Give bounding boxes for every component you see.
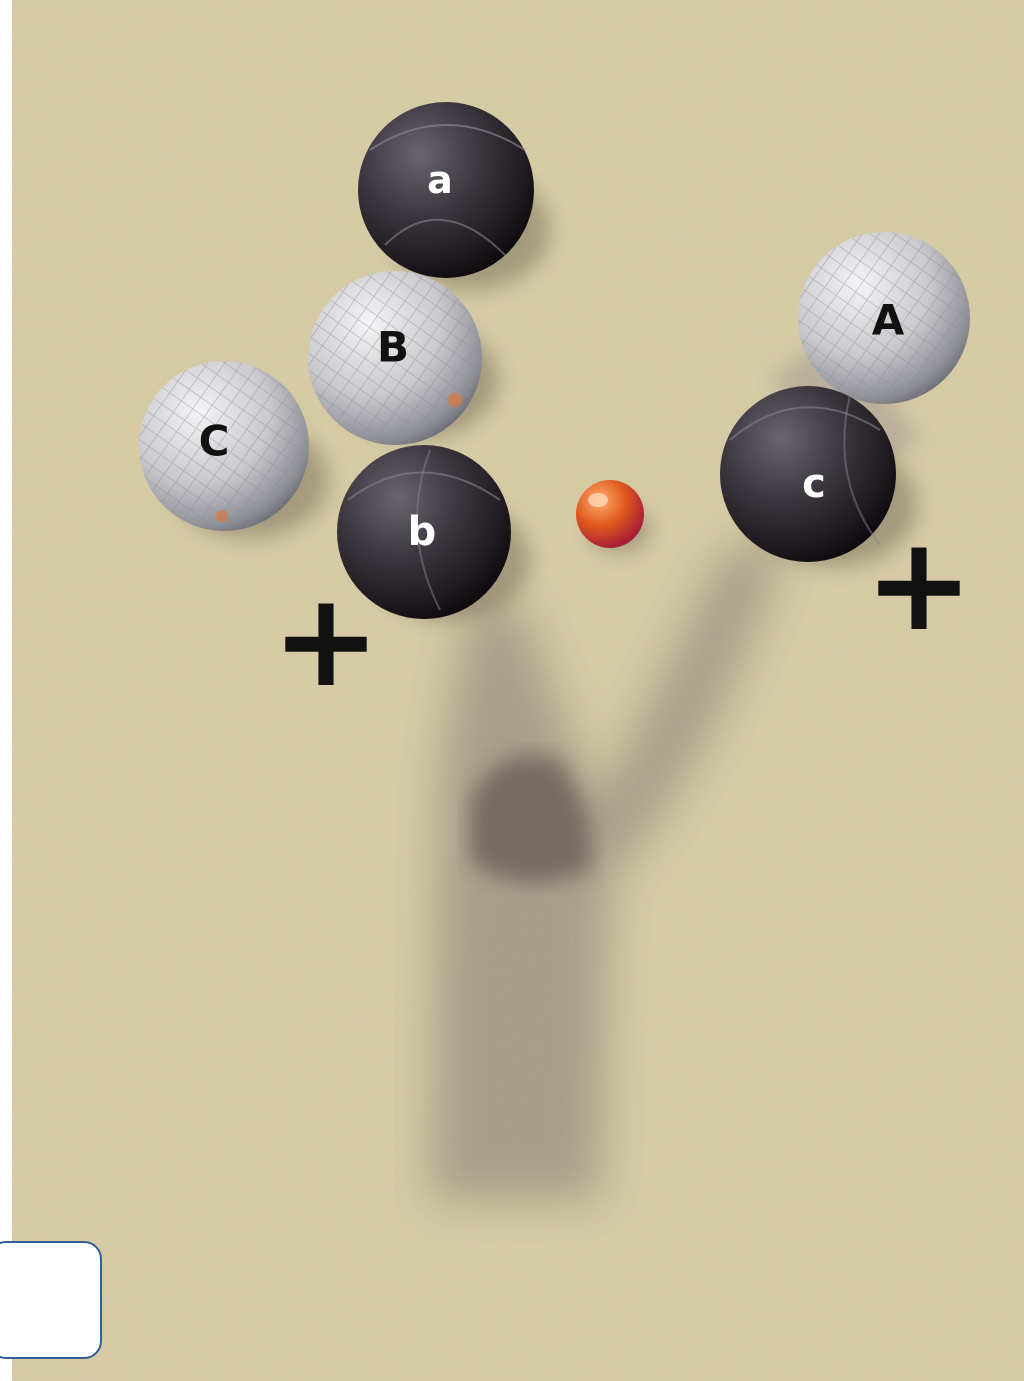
boule-C: C [139, 361, 309, 531]
plus-marker-right: + [865, 508, 974, 660]
ball-label-c: c [802, 461, 826, 507]
boule-b: b [337, 445, 511, 619]
boule-a: a [358, 102, 534, 278]
boule-B: B [308, 271, 482, 445]
boule-A: A [798, 232, 970, 404]
plus-marker-left: + [272, 564, 381, 716]
ball-label-A: A [872, 296, 905, 345]
ball-label-B: B [377, 323, 409, 372]
boule-c: c [720, 386, 896, 562]
ball-label-a: a [427, 158, 453, 202]
ball-label-b: b [408, 509, 437, 555]
corner-box [0, 1241, 102, 1359]
jack-ball [576, 480, 644, 548]
ball-label-C: C [199, 417, 230, 466]
